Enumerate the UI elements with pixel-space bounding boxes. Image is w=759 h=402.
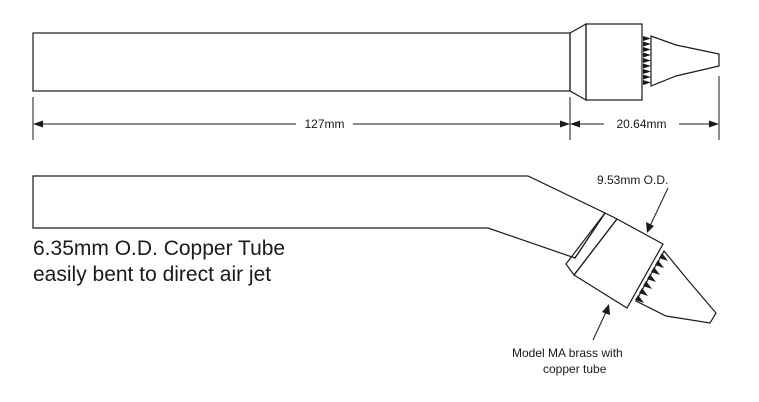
dimension-lines — [32, 76, 720, 140]
straight-nozzle-teeth — [643, 36, 651, 85]
arrowhead — [570, 120, 580, 128]
straight-nozzle-cone — [650, 35, 720, 87]
bent-brass-body — [573, 218, 664, 309]
callout-model-line2: copper tube — [543, 362, 607, 376]
straight-assembly — [32, 22, 720, 102]
dimension-20-64mm: 20.64mm — [616, 117, 666, 131]
arrowhead — [33, 120, 43, 128]
caption-line-1: 6.35mm O.D. Copper Tube — [33, 237, 286, 260]
straight-tube-taper — [569, 22, 587, 102]
leader-model — [592, 311, 607, 341]
arrowhead — [646, 222, 654, 233]
bent-body-inner-line — [574, 212, 606, 259]
callout-model-line1: Model MA brass with — [512, 346, 623, 360]
arrowhead — [602, 304, 610, 315]
straight-copper-tube — [32, 32, 571, 92]
callout-outer-diameter: 9.53mm O.D. — [597, 173, 668, 187]
bent-tube-taper — [565, 212, 618, 277]
callout-leaders — [592, 187, 669, 341]
arrowhead — [560, 120, 570, 128]
tube-caption: 6.35mm O.D. Copper Tube easily bent to d… — [33, 236, 285, 288]
dimension-127mm: 127mm — [304, 117, 344, 131]
arrowhead — [709, 120, 719, 128]
bent-nozzle-teeth — [635, 253, 668, 303]
bent-nozzle-cone — [635, 249, 717, 324]
caption-line-2: easily bent to direct air jet — [33, 263, 272, 286]
bent-assembly — [32, 175, 717, 324]
straight-brass-body — [585, 23, 643, 101]
leader-outer-diameter — [649, 187, 669, 227]
